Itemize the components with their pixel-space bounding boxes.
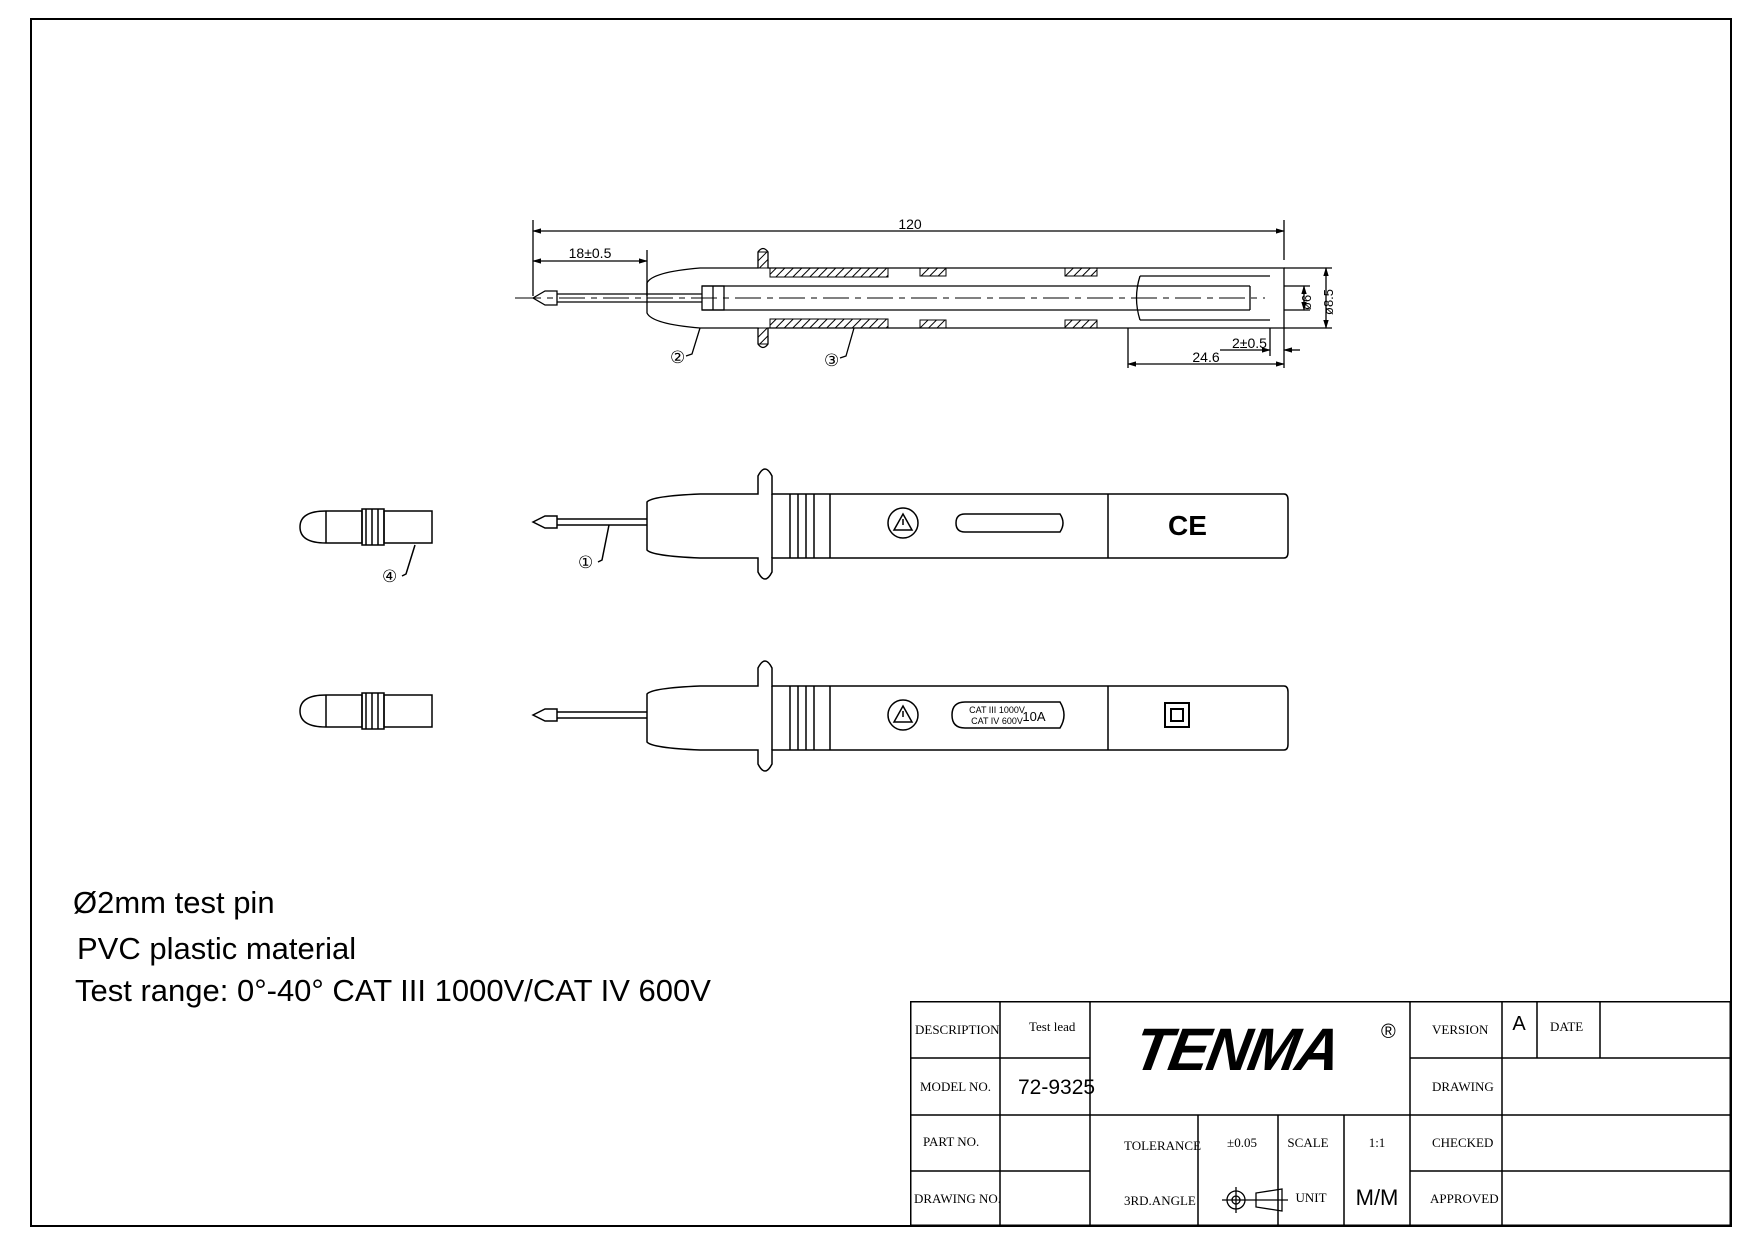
unit-value: M/M xyxy=(1355,1185,1399,1210)
approved-label: APPROVED xyxy=(1430,1191,1499,1206)
dim-inner-diameter: ø6 xyxy=(1299,295,1314,310)
ce-mark: CE xyxy=(1168,510,1207,541)
current-marking: 10A xyxy=(1022,709,1045,724)
note-material: PVC plastic material xyxy=(77,931,357,966)
model-value: 72-9325 xyxy=(1018,1076,1096,1099)
tolerance-label: TOLERANCE xyxy=(1124,1138,1202,1153)
dim-outer-diameter: ø8.5 xyxy=(1321,289,1336,315)
drawing-no-label: DRAWING NO. xyxy=(914,1191,1002,1206)
callout-2: ② xyxy=(670,348,685,367)
model-label: MODEL NO. xyxy=(920,1079,992,1094)
version-value: A xyxy=(1512,1013,1526,1035)
callout-4: ④ xyxy=(382,567,397,586)
part-label: PART NO. xyxy=(923,1134,980,1149)
probe-view-2 xyxy=(299,660,1289,772)
angle-label: 3RD.ANGLE xyxy=(1124,1193,1196,1208)
date-label: DATE xyxy=(1550,1019,1584,1034)
scale-label: SCALE xyxy=(1287,1135,1329,1150)
version-label: VERSION xyxy=(1432,1022,1489,1037)
unit-label: UNIT xyxy=(1295,1190,1327,1205)
checked-label: CHECKED xyxy=(1432,1135,1494,1150)
callout-1: ① xyxy=(578,553,593,572)
drawing-border xyxy=(30,18,1732,1227)
callout-3: ③ xyxy=(824,351,839,370)
cat-iii-marking: CAT III 1000V xyxy=(969,705,1025,715)
dim-end-length: 24.6 xyxy=(1192,349,1219,365)
tenma-logo: TENMA ® xyxy=(1129,1016,1396,1083)
dim-end-gap: 2±0.5 xyxy=(1232,335,1267,351)
dim-tip-length: 18±0.5 xyxy=(569,245,612,261)
description-label: DESCRIPTION xyxy=(915,1022,1000,1037)
note-test-pin: Ø2mm test pin xyxy=(73,885,275,920)
tolerance-value: ±0.05 xyxy=(1227,1135,1257,1150)
cat-iv-marking: CAT IV 600V xyxy=(971,716,1023,726)
title-block-grid xyxy=(910,1001,1731,1226)
description-value: Test lead xyxy=(1029,1019,1076,1034)
logo-text: TENMA xyxy=(1129,1016,1345,1083)
cross-section-view xyxy=(515,220,1332,368)
probe-view-1 xyxy=(299,468,1289,580)
drawing-label: DRAWING xyxy=(1432,1079,1494,1094)
scale-value: 1:1 xyxy=(1368,1135,1386,1150)
third-angle-projection-icon xyxy=(1222,1187,1288,1213)
note-test-range: Test range: 0°-40° CAT III 1000V/CAT IV … xyxy=(75,973,711,1008)
logo-registered-mark: ® xyxy=(1381,1021,1396,1043)
title-block: DESCRIPTION Test lead MODEL NO. 72-9325 … xyxy=(910,1001,1731,1226)
dim-overall-length: 120 xyxy=(898,216,922,232)
